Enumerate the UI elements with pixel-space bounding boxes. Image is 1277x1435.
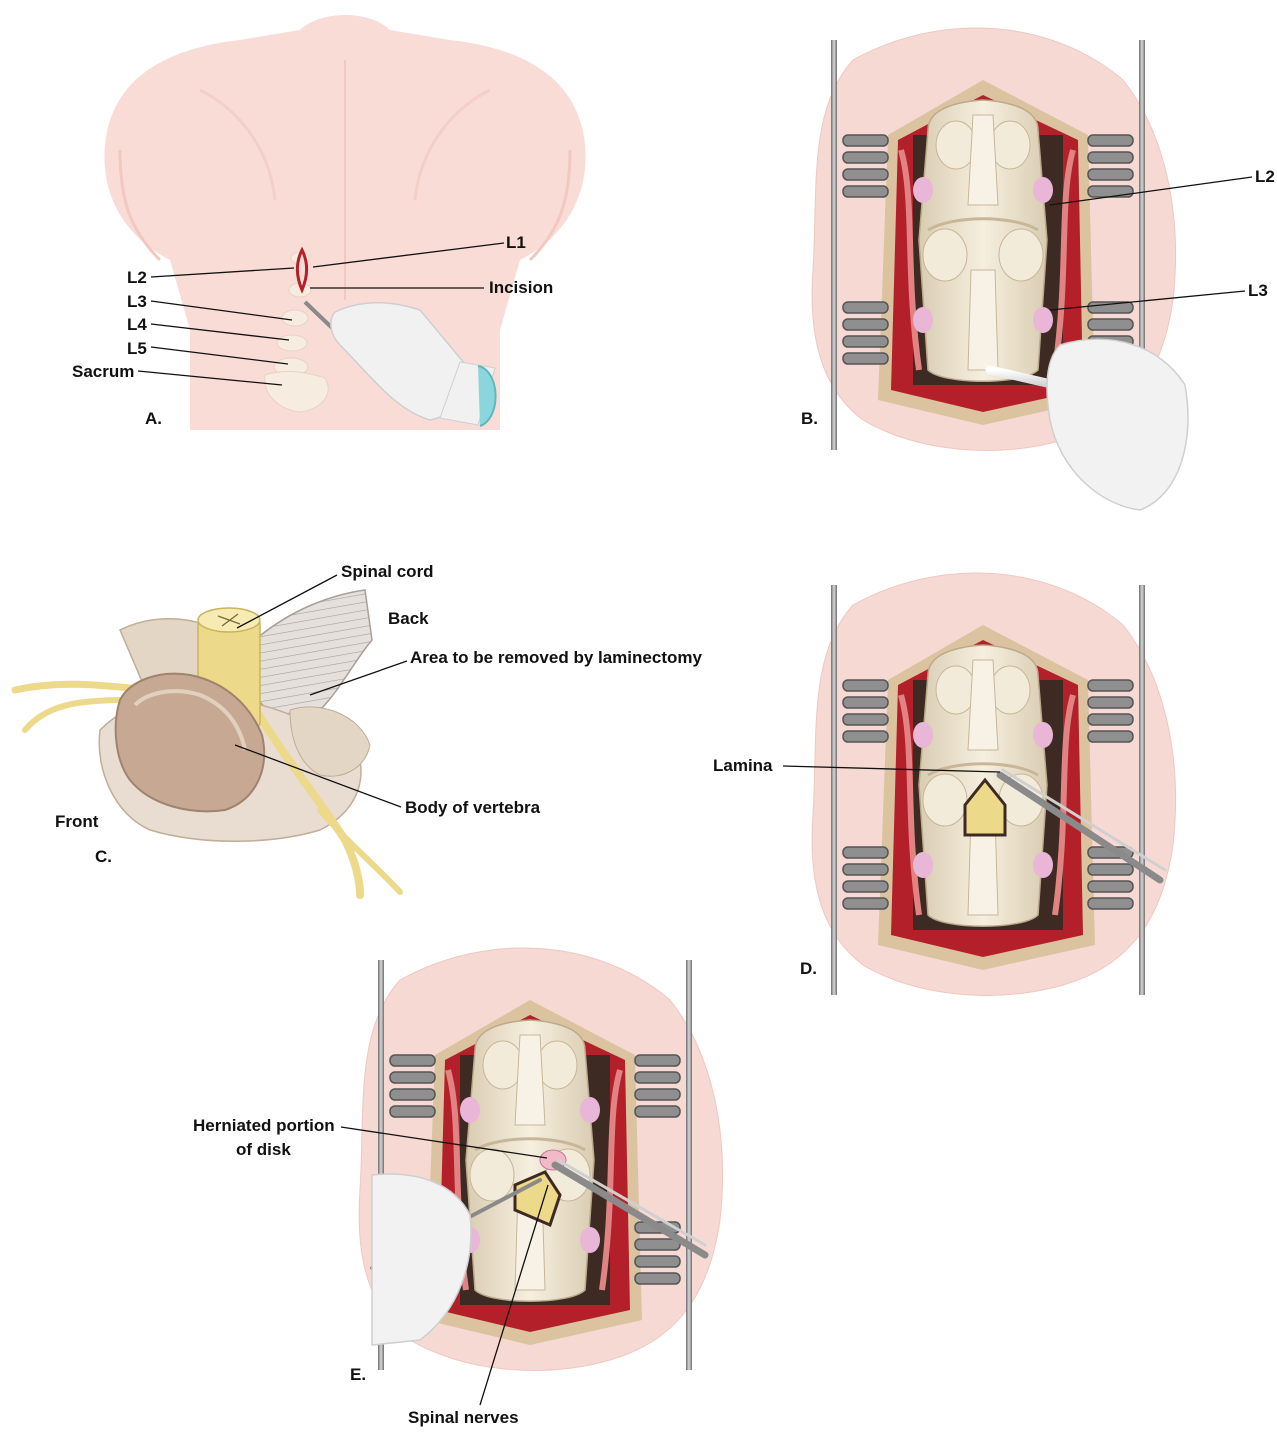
panel-c: Spinal cord Back Area to be removed by l… [15,562,702,895]
label-front: Front [55,812,99,831]
label-l1: L1 [506,233,526,252]
label-l2: L2 [127,268,147,287]
panel-a: L1 Incision L2 L3 L4 L5 Sacrum A. [72,15,586,430]
label-herniated-line1: Herniated portion [193,1116,335,1135]
label-lamina: Lamina [713,756,773,775]
panel-c-letter: C. [95,847,112,866]
label-back: Back [388,609,429,628]
label-l3: L3 [127,292,147,311]
label-b-l3: L3 [1248,281,1268,300]
label-area-removed: Area to be removed by laminectomy [410,648,702,667]
label-spinal-nerves: Spinal nerves [408,1408,519,1427]
label-herniated-line2: of disk [236,1140,291,1159]
label-l5: L5 [127,339,147,358]
label-l4: L4 [127,315,147,334]
label-b-l2: L2 [1255,167,1275,186]
label-body-of-vertebra: Body of vertebra [405,798,541,817]
panel-e-letter: E. [350,1365,366,1384]
panel-a-letter: A. [145,409,162,428]
label-incision: Incision [489,278,553,297]
panel-e: Herniated portion of disk Spinal nerves … [193,948,723,1427]
panel-b-letter: B. [801,409,818,428]
panel-d: Lamina D. [713,573,1176,995]
panel-b: L2 L3 B. [801,28,1275,510]
label-sacrum: Sacrum [72,362,134,381]
torso-back [104,15,585,430]
label-spinal-cord: Spinal cord [341,562,434,581]
panel-d-letter: D. [800,959,817,978]
incision-mark [298,250,307,290]
